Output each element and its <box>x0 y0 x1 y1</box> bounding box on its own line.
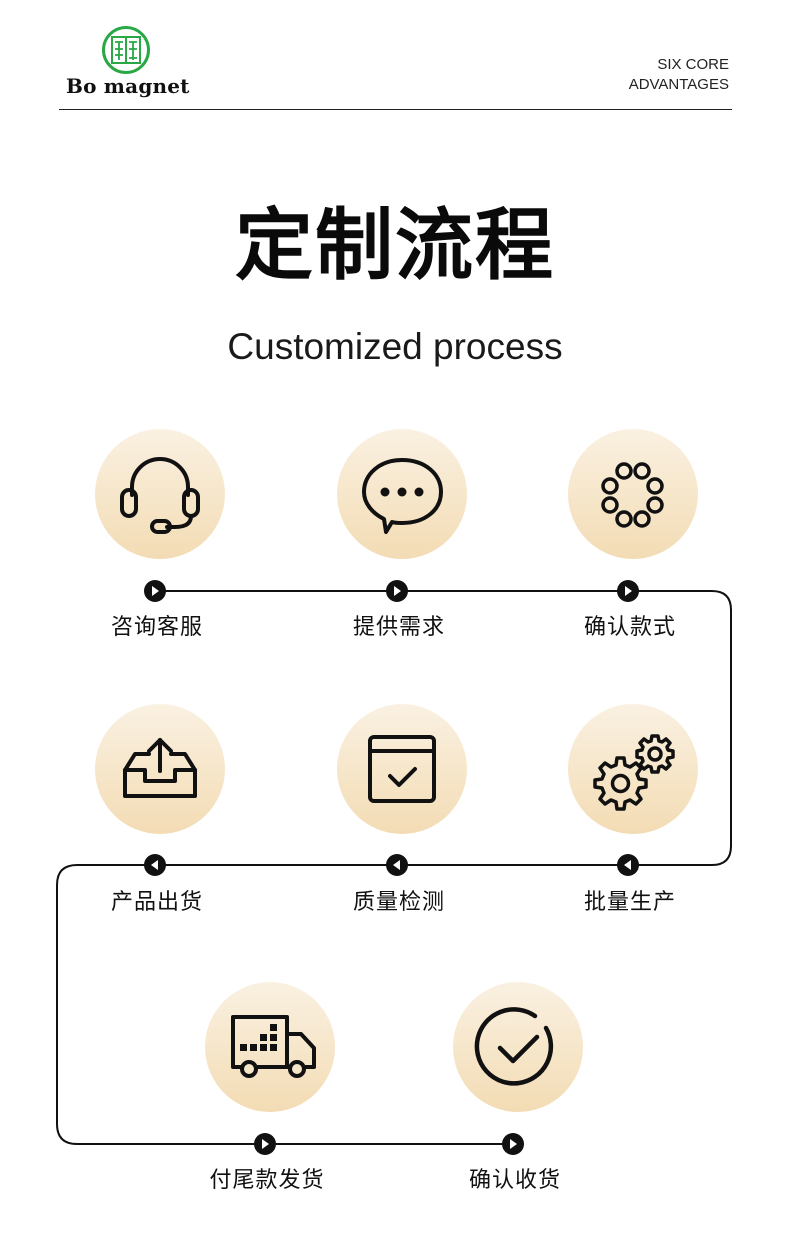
page-subtitle: Customized process <box>227 326 563 367</box>
page-title: 定制流程 <box>234 201 555 291</box>
step-4-label: 产品出货 <box>110 890 203 915</box>
flow-arrow-6 <box>144 854 166 876</box>
step-5-circle <box>337 704 467 834</box>
step-2-label: 提供需求 <box>352 615 445 640</box>
calendar-check-icon <box>368 735 436 803</box>
flow-arrow-3 <box>617 580 639 602</box>
step-6-label: 批量生产 <box>583 890 676 915</box>
step-7-label: 付尾款发货 <box>209 1168 325 1193</box>
bead-ring-icon <box>601 462 664 528</box>
step-8-circle <box>453 982 583 1112</box>
step-5-label: 质量检测 <box>352 890 445 915</box>
step-3-circle <box>568 429 698 559</box>
step-8-label: 确认收货 <box>468 1168 561 1193</box>
headset-icon <box>120 457 200 534</box>
tagline-line-1: SIX CORE <box>657 56 729 73</box>
delivery-truck-icon <box>231 1015 316 1078</box>
flow-arrow-7 <box>254 1133 276 1155</box>
step-3-label: 确认款式 <box>583 615 676 640</box>
gears-icon <box>593 734 675 811</box>
flow-arrow-8 <box>502 1133 524 1155</box>
check-circle-icon <box>474 1007 554 1086</box>
flow-arrow-4 <box>617 854 639 876</box>
tagline: SIX CORE ADVANTAGES <box>629 55 729 95</box>
step-1-label: 咨询客服 <box>110 615 203 640</box>
step-1-circle <box>95 429 225 559</box>
header-divider <box>59 109 732 110</box>
flow-arrow-1 <box>144 580 166 602</box>
logo-icon <box>102 26 150 74</box>
flow-arrow-5 <box>386 854 408 876</box>
tagline-line-2: ADVANTAGES <box>628 76 729 93</box>
brand-name: Bo magnet <box>66 74 190 98</box>
step-6-circle <box>568 704 698 834</box>
outbox-upload-icon <box>123 738 197 798</box>
step-4-circle <box>95 704 225 834</box>
flow-arrow-2 <box>386 580 408 602</box>
chat-bubble-icon <box>362 458 443 534</box>
step-7-circle <box>205 982 335 1112</box>
step-2-circle <box>337 429 467 559</box>
